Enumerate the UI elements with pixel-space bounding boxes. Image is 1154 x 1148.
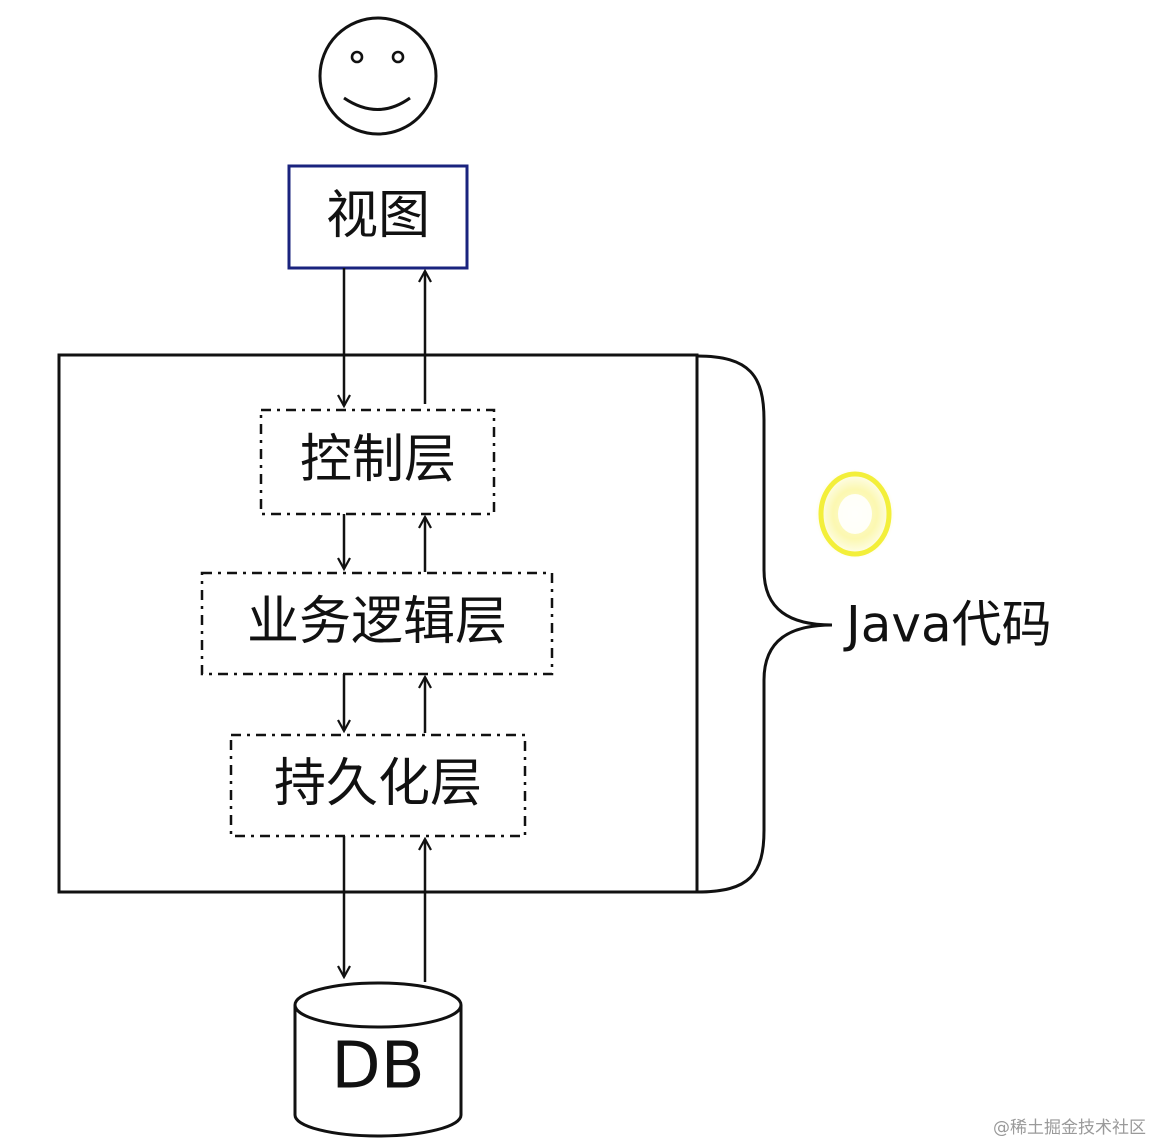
persistence-layer-node: 持久化层 [229, 733, 527, 838]
business-layer-node: 业务逻辑层 [200, 571, 554, 676]
java-code-label: Java代码 [843, 596, 1052, 654]
database-label: DB [331, 1030, 424, 1104]
cursor-highlight-icon [815, 469, 895, 559]
controller-layer-label: 控制层 [300, 430, 456, 490]
database-node: DB [293, 981, 463, 1138]
user-smiley-icon [318, 16, 438, 136]
business-layer-label: 业务逻辑层 [247, 592, 507, 652]
watermark-text: @稀土掘金技术社区 [993, 1118, 1146, 1138]
curly-brace [696, 354, 833, 894]
controller-layer-node: 控制层 [259, 408, 496, 516]
java-code-container [57, 353, 699, 894]
arrows [344, 268, 425, 982]
view-label: 视图 [326, 186, 430, 246]
view-node: 视图 [287, 164, 469, 270]
persistence-layer-label: 持久化层 [274, 754, 482, 814]
